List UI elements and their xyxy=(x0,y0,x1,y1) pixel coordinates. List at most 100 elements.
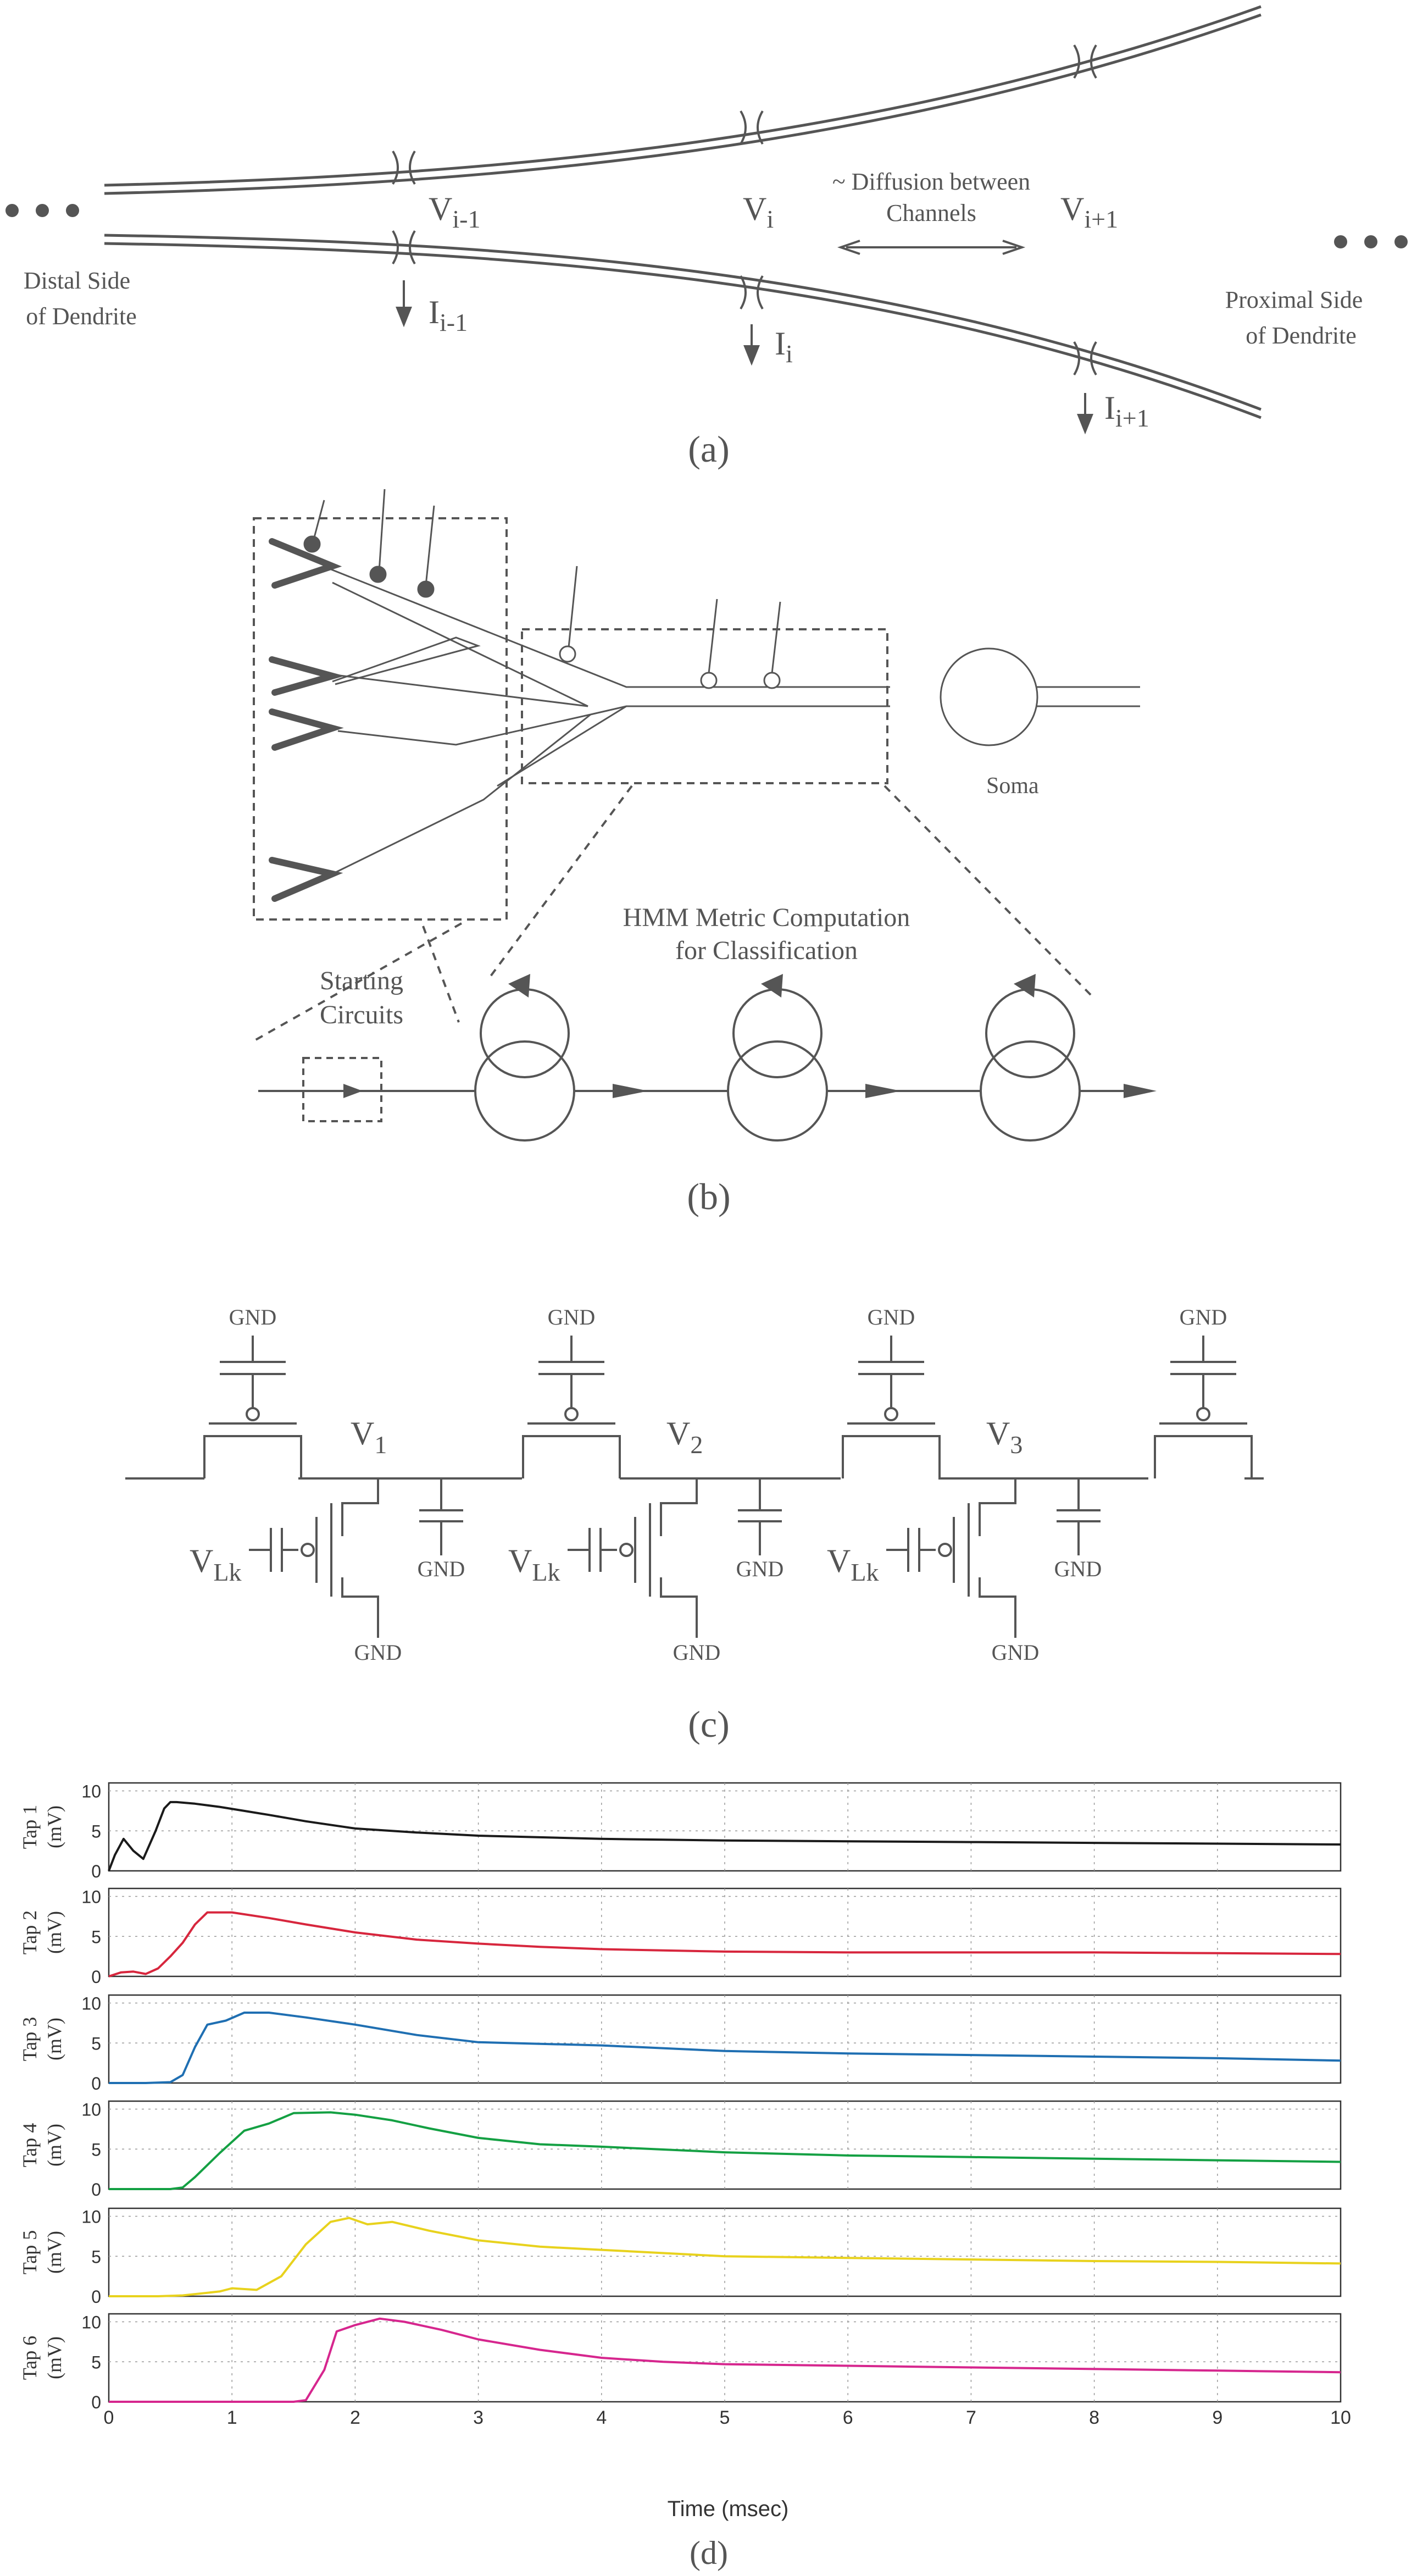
y-tick-label: 10 xyxy=(81,1782,101,1802)
upper-membrane-outer xyxy=(104,5,1262,187)
x-tick-label: 1 xyxy=(227,2407,237,2428)
diffusion-arrow xyxy=(837,240,1026,255)
series-line xyxy=(108,1801,1341,1871)
start-circuit-box xyxy=(302,1057,382,1122)
y-axis-label: Tap 4 xyxy=(19,2123,41,2167)
branch-lower-long xyxy=(497,705,627,787)
panel-c-labels: GND GND GND GND V1 V2 V3 VLk VLk VLk GND… xyxy=(190,1305,1227,1745)
y-tick-label: 0 xyxy=(91,2392,101,2412)
node-v2-label: V2 xyxy=(666,1415,703,1459)
diffusion-transistor xyxy=(522,1336,621,1478)
y-tick-label: 10 xyxy=(81,1994,101,2014)
dendritic-tree-box xyxy=(253,517,508,921)
trunk-inputs xyxy=(559,566,781,689)
y-tick-label: 10 xyxy=(81,2207,101,2227)
y-tick-label: 10 xyxy=(81,1887,101,1907)
proximal-label-2: of Dendrite xyxy=(1246,322,1357,349)
gnd-cap-1: GND xyxy=(418,1556,465,1581)
series-line xyxy=(109,2317,1341,2403)
series-line xyxy=(109,2217,1341,2297)
gnd-bottom-3: GND xyxy=(992,1640,1040,1665)
x-tick-label: 8 xyxy=(1089,2407,1099,2428)
x-tick-label: 5 xyxy=(720,2407,730,2428)
self-loop-arrowheads xyxy=(508,974,1036,998)
v-prev-label: Vi-1 xyxy=(429,191,480,233)
x-tick-label: 7 xyxy=(966,2407,976,2428)
i-next-label: Ii+1 xyxy=(1104,390,1149,432)
diffusion-transistor xyxy=(203,1336,302,1478)
y-axis-label: Tap 6 xyxy=(19,2336,41,2380)
y-tick-label: 5 xyxy=(91,2352,101,2372)
branch-mid2 xyxy=(332,713,591,875)
v-next-label: Vi+1 xyxy=(1060,191,1118,233)
diffusion-transistor xyxy=(1154,1336,1253,1478)
y-tick-label: 5 xyxy=(91,2140,101,2159)
panel-a xyxy=(5,5,1408,435)
gnd-cap-2: GND xyxy=(736,1556,784,1581)
y-tick-label: 0 xyxy=(91,1967,101,1987)
y-axis-label: Tap 3 xyxy=(19,2017,41,2061)
diffusion-label-1: ~ Diffusion between xyxy=(832,168,1030,195)
caption-b: (b) xyxy=(687,1176,730,1217)
channel-markers xyxy=(392,44,1097,376)
caption-d: (d) xyxy=(690,2535,728,2571)
current-arrows xyxy=(396,280,1093,435)
y-tick-label: 0 xyxy=(91,1862,101,1881)
i-cur-label: Ii xyxy=(775,325,793,368)
leak-stage xyxy=(886,1477,1101,1638)
x-axis-label: Time (msec) xyxy=(668,2497,789,2521)
x-tick-label: 6 xyxy=(843,2407,853,2428)
start-label-1: Starting xyxy=(320,966,403,995)
y-tick-label: 0 xyxy=(91,2287,101,2307)
y-tick-label: 0 xyxy=(91,2074,101,2093)
distal-label-1: Distal Side xyxy=(24,267,130,294)
proximal-label-1: Proximal Side xyxy=(1225,286,1363,313)
branch-lower xyxy=(590,705,890,716)
x-tick-label: 2 xyxy=(350,2407,360,2428)
vlk-label-2: VLk xyxy=(508,1543,560,1586)
chain-arrowheads xyxy=(343,1084,1157,1098)
gnd-top-3: GND xyxy=(868,1305,915,1329)
x-tick-label: 10 xyxy=(1330,2407,1351,2428)
v-cur-label: Vi xyxy=(743,191,774,233)
x-tick-label: 0 xyxy=(104,2407,114,2428)
node-v3-label: V3 xyxy=(986,1415,1023,1459)
gnd-bottom-2: GND xyxy=(673,1640,721,1665)
y-axis-label: (mV) xyxy=(43,2231,65,2274)
hmm-label-1: HMM Metric Computation xyxy=(623,903,910,932)
caption-a: (a) xyxy=(688,428,729,470)
hmm-label-2: for Classification xyxy=(675,936,858,965)
lower-membrane-outer xyxy=(104,234,1262,411)
axon xyxy=(1036,686,1140,707)
gnd-top-2: GND xyxy=(548,1305,596,1329)
x-tick-label: 4 xyxy=(596,2407,607,2428)
x-tick-label: 3 xyxy=(473,2407,484,2428)
distal-label-2: of Dendrite xyxy=(26,303,137,330)
diffusion-transistor xyxy=(842,1336,941,1478)
branch-upper xyxy=(329,568,890,688)
y-tick-label: 10 xyxy=(81,2100,101,2120)
series-line xyxy=(108,1911,1341,1977)
y-axis-label: Tap 2 xyxy=(19,1910,41,1954)
y-tick-label: 5 xyxy=(91,2034,101,2053)
y-axis-label: (mV) xyxy=(43,2124,65,2167)
start-label-2: Circuits xyxy=(320,1000,403,1029)
y-axis-label: (mV) xyxy=(43,2018,65,2060)
vlk-label-3: VLk xyxy=(827,1543,879,1586)
soma-body xyxy=(940,647,1038,746)
panel-b xyxy=(252,489,1157,1142)
y-tick-label: 5 xyxy=(91,1927,101,1947)
y-tick-label: 10 xyxy=(81,2313,101,2333)
synapse-markers xyxy=(269,538,345,902)
excitatory-inputs xyxy=(303,489,435,598)
soma-label: Soma xyxy=(986,773,1039,799)
y-axis-label: (mV) xyxy=(43,1911,65,1954)
panel-a-labels: Vi-1 Vi Vi+1 Ii-1 Ii Ii+1 ~ Diffusion be… xyxy=(24,168,1363,470)
x-tick-label: 9 xyxy=(1212,2407,1222,2428)
node-v1-label: V1 xyxy=(351,1415,387,1459)
